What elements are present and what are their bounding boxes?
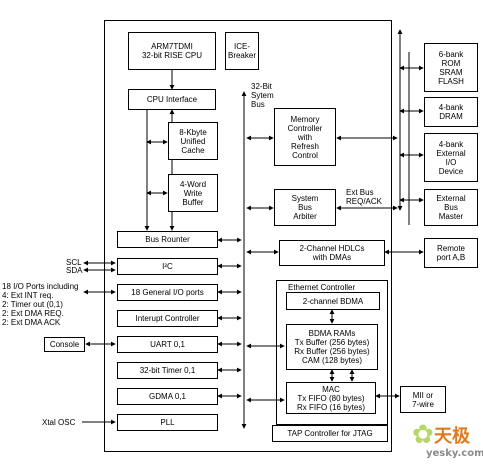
cpu-interface-block: CPU Interface bbox=[128, 89, 216, 110]
tap-controller-block: TAP Controller for JTAG bbox=[272, 425, 388, 442]
console-device: Console bbox=[44, 337, 85, 352]
yesky-watermark-logo: ✿ 天极 yesky.com bbox=[412, 420, 483, 460]
uart-block: UART 0,1 bbox=[117, 336, 218, 353]
rom-sram-flash-device: 6-bank ROM SRAM FLASH bbox=[424, 43, 478, 92]
interrupt-controller-block: Interupt Controller bbox=[117, 310, 218, 327]
i2c-block: I²C bbox=[117, 258, 218, 275]
sda-label: SDA bbox=[66, 266, 83, 275]
dram-device: 4-bank DRAM bbox=[424, 97, 478, 127]
bus-router-block: Bus Rounter bbox=[117, 231, 218, 248]
arm7tdmi-cpu-block: ARM7TDMI 32-bit RISE CPU bbox=[128, 32, 216, 70]
unified-cache-block: 8-Kbyte Unified Cache bbox=[168, 122, 218, 160]
pll-block: PLL bbox=[117, 414, 218, 431]
watermark-logo-text: 天极 bbox=[434, 426, 470, 447]
external-bus-master-device: External Bus Master bbox=[424, 189, 478, 226]
swirl-icon: ✿ bbox=[412, 420, 434, 450]
bdma-block: 2-channel BDMA bbox=[286, 292, 380, 310]
timer-block: 32-bit Timer 0,1 bbox=[117, 362, 218, 379]
bus-arbiter-block: System Bus Arbiter bbox=[274, 189, 336, 226]
mac-block: MAC Tx FIFO (80 bytes) Rx FIFO (16 bytes… bbox=[286, 382, 376, 414]
xtal-osc-label: Xtal OSC bbox=[42, 418, 76, 427]
remote-port-device: Remote port A,B bbox=[424, 238, 478, 268]
watermark-site-text: yesky.com bbox=[426, 448, 483, 459]
io-ports-label: 18 I/O Ports including 4: Ext INT req. 2… bbox=[2, 282, 79, 327]
external-io-device: 4-bank External I/O Device bbox=[424, 133, 478, 182]
bdma-rams-block: BDMA RAMs Tx Buffer (256 bytes) Rx Buffe… bbox=[286, 324, 378, 370]
system-bus-label: 32-Bit Sytem Bus bbox=[251, 82, 274, 109]
mii-device: MII or 7-wire bbox=[400, 386, 446, 413]
scl-label: SCL bbox=[66, 258, 82, 267]
chip-boundary bbox=[104, 20, 392, 452]
gpio-block: 18 General I/O ports bbox=[117, 284, 218, 301]
hdlc-block: 2-Channel HDLCs with DMAs bbox=[279, 240, 385, 266]
gdma-block: GDMA 0,1 bbox=[117, 388, 218, 405]
ice-breaker-block: ICE- Breaker bbox=[225, 32, 259, 70]
write-buffer-block: 4-Word Write Buffer bbox=[168, 174, 218, 212]
ethernet-controller-group bbox=[276, 280, 388, 425]
memory-controller-block: Memory Controller with Refresh Control bbox=[274, 108, 336, 166]
ext-bus-label: Ext Bus REQ/ACK bbox=[346, 188, 383, 206]
ethernet-controller-title: Ethernet Controller bbox=[288, 283, 356, 292]
